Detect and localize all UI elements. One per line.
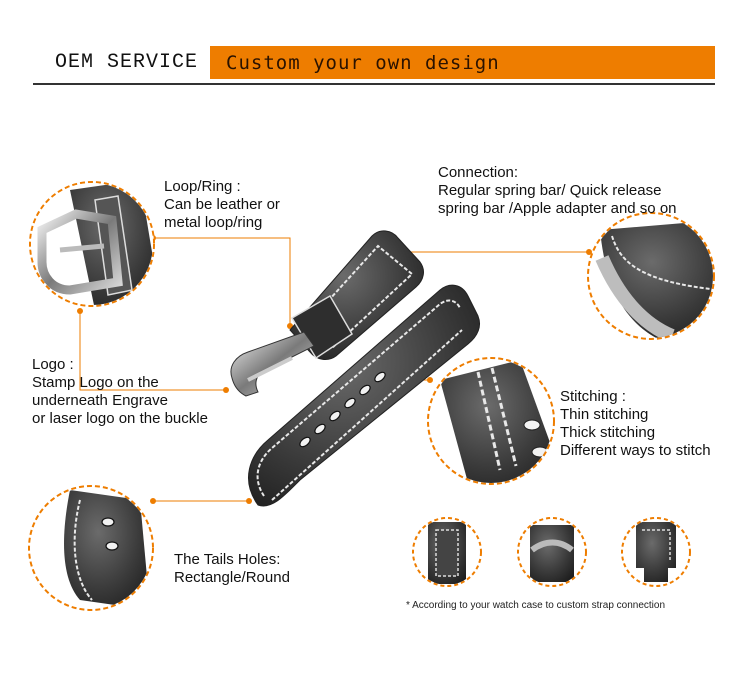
connection-line1: Regular spring bar/ Quick release <box>438 182 662 199</box>
loop-detail-image <box>31 183 153 305</box>
connection-sample-1 <box>412 517 482 587</box>
stitching-line1: Thin stitching <box>560 406 649 423</box>
oem-service-title: OEM SERVICE <box>55 51 199 74</box>
connection-line2: spring bar /Apple adapter and so on <box>438 200 677 217</box>
loop-callout: Loop/Ring : Can be leather or metal loop… <box>164 178 280 232</box>
tails-title: The Tails Holes: <box>174 551 281 568</box>
stitching-title: Stitching : <box>560 388 626 405</box>
strap-long-piece <box>248 284 481 507</box>
tagline-banner: Custom your own design <box>210 46 715 79</box>
logo-connector <box>79 311 226 391</box>
loop-line2: metal loop/ring <box>164 214 263 231</box>
stitching-callout: Stitching : Thin stitching Thick stitchi… <box>560 388 711 460</box>
tails-callout: The Tails Holes: Rectangle/Round <box>174 551 290 587</box>
connection-callout: Connection: Regular spring bar/ Quick re… <box>438 164 677 218</box>
logo-line3: or laser logo on the buckle <box>32 410 208 427</box>
header-divider <box>33 83 715 85</box>
tails-detail-image <box>64 490 150 609</box>
loop-title: Loop/Ring : <box>164 178 241 195</box>
connection-title: Connection: <box>438 164 519 181</box>
logo-line1: Stamp Logo on the <box>32 374 159 391</box>
logo-callout: Logo : Stamp Logo on the underneath Engr… <box>32 356 208 428</box>
stitching-line2: Thick stitching <box>560 424 656 441</box>
logo-title: Logo : <box>32 356 74 373</box>
stitching-line3: Different ways to stitch <box>560 442 711 459</box>
connection-sample-3 <box>621 517 691 587</box>
loop-line1: Can be leather or <box>164 196 280 213</box>
strap-buckle-piece <box>230 230 424 397</box>
connection-note: * According to your watch case to custom… <box>406 600 666 611</box>
stitching-detail-image <box>440 360 553 483</box>
tagline-text: Custom your own design <box>226 52 500 74</box>
loop-connector <box>153 237 291 326</box>
tails-line1: Rectangle/Round <box>174 569 290 586</box>
logo-line2: underneath Engrave <box>32 392 168 409</box>
connection-detail-image <box>595 220 713 338</box>
connection-sample-2 <box>517 517 587 587</box>
